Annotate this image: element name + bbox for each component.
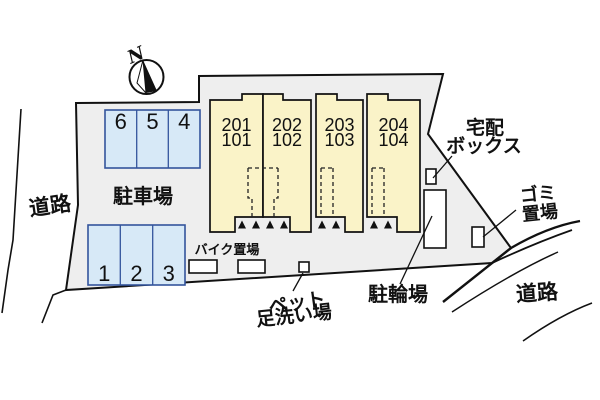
delivery-box [425, 168, 437, 185]
label-delivery-line2: ボックス [446, 135, 521, 157]
parking-space-number: 1 [98, 261, 110, 286]
amenities [188, 168, 485, 274]
unit-202-label: 202 [272, 115, 302, 135]
unit-103-label: 103 [324, 130, 354, 150]
garbage-box [471, 226, 485, 248]
parking-space-number: 4 [178, 109, 190, 134]
building-dashed-outlines [247, 167, 385, 217]
garbage-pointer [482, 209, 517, 238]
label-bike-storage: バイク置場 [195, 242, 260, 257]
parking-bottom-area [87, 224, 186, 286]
road-left-outer-edge [1, 108, 22, 314]
parking-top-area [104, 109, 201, 169]
bicycle-parking-rect [423, 189, 447, 249]
label-bicycle-parking: 駐輪場 [368, 282, 428, 306]
pet-wash-pointer [292, 272, 304, 292]
label-road-bottom-right: 道路 [515, 279, 560, 306]
road-bottomright-edge-mid [491, 229, 573, 264]
parking-space-number: 5 [146, 109, 158, 134]
parking-space-number: 6 [115, 109, 127, 134]
unit-203-label: 203 [324, 115, 354, 135]
unit-104-label: 104 [378, 130, 408, 150]
building-unit-202-102 [262, 93, 312, 233]
north-compass: N [124, 42, 165, 95]
unit-labels: 201 101 202 102 203 103 204 104 [221, 115, 408, 150]
parking-space-number: 3 [163, 261, 175, 286]
delivery-box-pointer [432, 155, 453, 179]
unit-102-label: 102 [272, 130, 302, 150]
entrance-markers [238, 220, 392, 229]
label-road-left: 道路 [28, 191, 74, 221]
pet-wash-station [298, 261, 310, 273]
entrance-triangle [238, 220, 246, 229]
dashed-stair-unit3 [320, 167, 334, 217]
dashed-stair-unit12 [247, 167, 279, 217]
building-unit-203-103 [315, 93, 364, 233]
entrance-triangle [266, 220, 274, 229]
label-delivery-line1: 宅配 [466, 116, 504, 139]
road-bottomright-arc [522, 302, 593, 342]
leader-lines [292, 155, 517, 292]
compass-needle-black [143, 60, 157, 93]
unit-204-label: 204 [378, 115, 408, 135]
area-labels: 駐車場 バイク置場 駐輪場 ペット 足洗い場 宅配 ボックス ゴミ 置場 道路 … [28, 116, 560, 331]
bicycle-parking-pointer [399, 215, 433, 285]
dashed-stair-unit4 [371, 167, 385, 217]
label-parking-lot: 駐車場 [113, 184, 173, 208]
road-lines [1, 108, 593, 342]
entrance-triangle [252, 220, 260, 229]
bike-rack-2 [237, 259, 266, 274]
road-left-inner-edge [41, 289, 67, 324]
parking-bottom-row: 1 2 3 [87, 224, 186, 286]
label-garbage-line1: ゴミ [519, 181, 557, 206]
unit-101-label: 101 [221, 130, 251, 150]
unit-201-label: 201 [221, 115, 251, 135]
road-bottomright-edge-thick [442, 219, 581, 303]
road-bottomright-edge-thin [451, 251, 559, 313]
bike-rack-1 [188, 259, 218, 274]
entrance-triangle [318, 220, 326, 229]
entrance-triangle [384, 220, 392, 229]
entrance-triangle [370, 220, 378, 229]
building-unit-204-104 [366, 93, 421, 233]
entrance-triangle [332, 220, 340, 229]
parking-top-row: 6 5 4 [104, 109, 201, 169]
entrance-triangle [280, 220, 288, 229]
label-garbage-line2: 置場 [521, 201, 559, 225]
parking-space-number: 2 [130, 261, 142, 286]
